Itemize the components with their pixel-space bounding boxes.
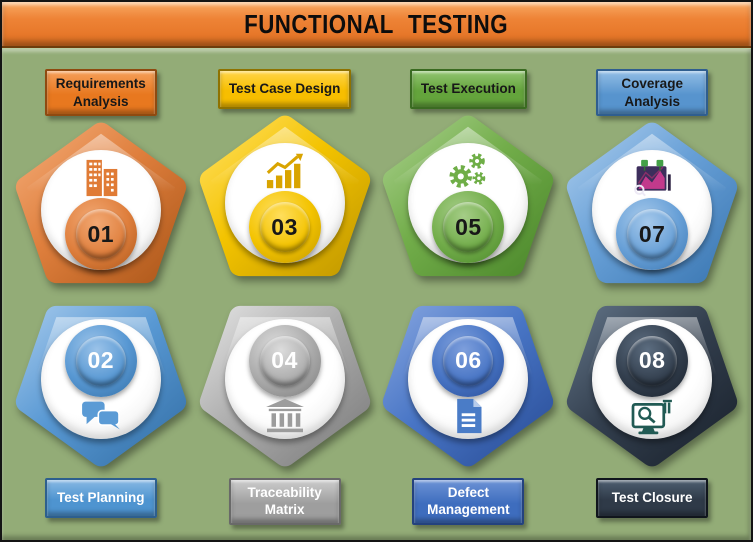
white-circle: 08	[592, 318, 713, 439]
step-number: 07	[638, 220, 666, 247]
label-box-test-execution: Test Execution	[409, 69, 527, 109]
module-label: Traceability Matrix	[247, 484, 322, 518]
module-test-planning: 02 Test Planning	[10, 305, 192, 525]
pentagon-test-case-design: 03	[199, 113, 371, 277]
header-bar: FUNCTIONAL TESTING	[2, 2, 751, 48]
top-row: Requirements Analysis	[8, 69, 745, 284]
number-badge: 05	[432, 191, 505, 263]
module-test-execution: Test Execution	[377, 69, 559, 284]
page-title: FUNCTIONAL TESTING	[244, 8, 509, 38]
number-badge-core: 04	[259, 335, 310, 386]
bottom-row: 02 Test Planning	[8, 305, 745, 525]
module-label: Requirements Analysis	[55, 76, 146, 109]
number-badge-core: 02	[75, 335, 126, 386]
white-circle: 04	[224, 318, 345, 439]
module-label: Defect Management	[427, 484, 510, 518]
label-box-defect-management: Defect Management	[412, 477, 525, 525]
white-circle: 06	[408, 318, 529, 439]
step-number: 04	[271, 347, 298, 374]
number-badge: 06	[432, 324, 505, 397]
pentagon-defect-management: 06	[382, 305, 554, 469]
gears-icon	[449, 153, 486, 188]
number-badge: 07	[616, 198, 689, 271]
number-badge: 03	[248, 191, 321, 263]
pentagon-test-execution: 05	[382, 113, 554, 277]
pentagon-coverage-analysis: 07	[566, 120, 738, 284]
pentagon-requirements-analysis: 01	[15, 120, 187, 284]
label-box-test-planning: Test Planning	[44, 477, 157, 518]
white-circle: 02	[40, 318, 161, 439]
step-number: 03	[271, 213, 298, 240]
white-circle: 01	[40, 150, 161, 271]
module-requirements-analysis: Requirements Analysis	[10, 69, 192, 284]
label-box-requirements-analysis: Requirements Analysis	[44, 69, 157, 117]
pentagon-test-closure: 08	[566, 305, 738, 469]
pentagon-traceability-matrix: 04	[199, 305, 371, 469]
module-defect-management: 06	[377, 305, 559, 525]
step-number: 06	[455, 347, 482, 374]
number-badge-core: 05	[443, 202, 494, 252]
document-icon	[457, 398, 482, 434]
bank-icon	[265, 398, 304, 433]
label-box-coverage-analysis: Coverage Analysis	[596, 69, 709, 117]
step-number: 08	[638, 347, 666, 374]
number-badge-core: 06	[443, 335, 494, 386]
pentagon-test-planning: 02	[15, 305, 187, 469]
board: Requirements Analysis	[2, 48, 751, 540]
module-traceability-matrix: 04	[194, 305, 376, 525]
monitor-search-icon	[631, 399, 673, 435]
step-number: 05	[455, 213, 482, 240]
step-number: 02	[87, 347, 115, 374]
module-test-case-design: Test Case Design	[194, 69, 376, 284]
number-badge: 01	[64, 198, 137, 271]
white-circle: 03	[224, 143, 345, 263]
number-badge: 08	[616, 324, 689, 397]
module-label: Test Execution	[420, 81, 516, 97]
number-badge-core: 07	[627, 209, 678, 260]
module-coverage-analysis: Coverage Analysis	[561, 69, 743, 284]
module-test-closure: 08	[561, 305, 743, 525]
number-badge: 02	[64, 324, 137, 397]
growth-chart-icon	[266, 153, 303, 189]
coverage-chart-icon	[634, 159, 671, 197]
module-label: Coverage Analysis	[621, 76, 683, 109]
step-number: 01	[87, 220, 115, 247]
white-circle: 07	[592, 150, 713, 271]
label-box-traceability-matrix: Traceability Matrix	[228, 477, 341, 525]
module-label: Test Planning	[57, 490, 145, 506]
module-label: Test Closure	[611, 490, 693, 506]
label-box-test-case-design: Test Case Design	[217, 69, 352, 109]
number-badge-core: 08	[627, 335, 678, 386]
buildings-icon	[86, 159, 118, 197]
white-circle: 05	[408, 143, 529, 263]
label-box-test-closure: Test Closure	[596, 477, 709, 518]
number-badge: 04	[248, 324, 321, 397]
module-label: Test Case Design	[228, 81, 341, 97]
number-badge-core: 01	[75, 209, 126, 260]
number-badge-core: 03	[259, 202, 310, 252]
chat-bubbles-icon	[81, 401, 120, 430]
